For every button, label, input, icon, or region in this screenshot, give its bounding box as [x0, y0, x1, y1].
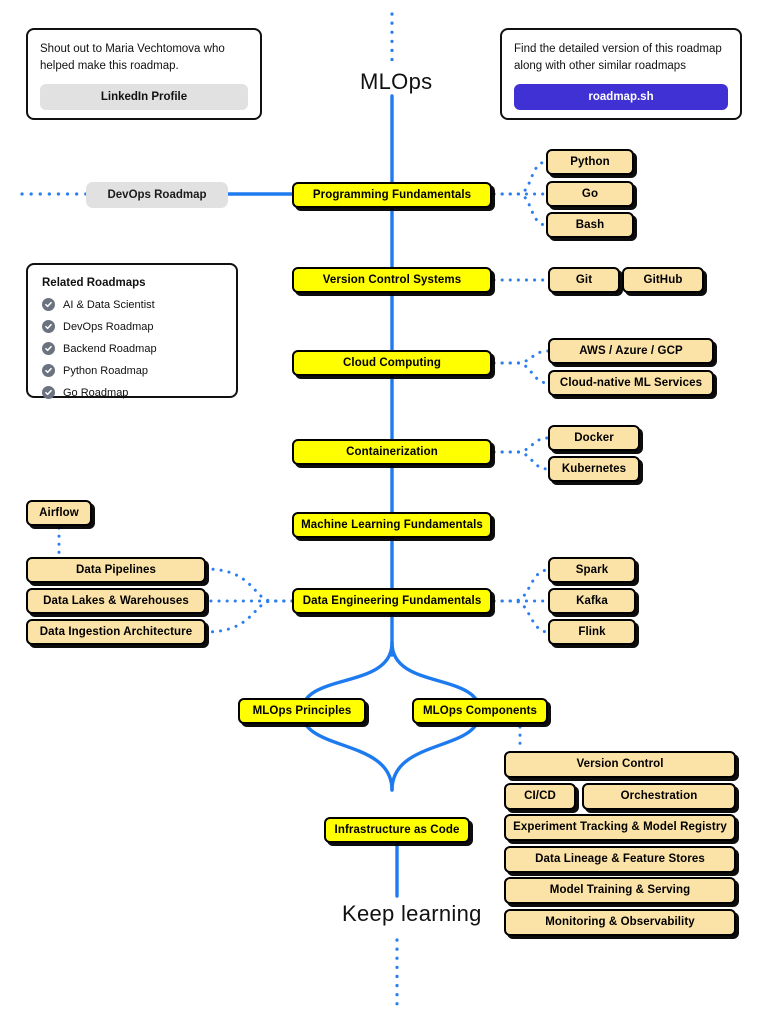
node-model-training-serving[interactable]: Model Training & Serving [504, 877, 736, 904]
related-roadmap-label: AI & Data Scientist [63, 298, 155, 311]
node-data-ingestion-architecture[interactable]: Data Ingestion Architecture [26, 619, 206, 645]
related-roadmap-label: Python Roadmap [63, 364, 148, 377]
credit-panel-text: Shout out to Maria Vechtomova who helped… [40, 43, 225, 72]
node-version-control[interactable]: Version Control [504, 751, 736, 778]
node-orchestration[interactable]: Orchestration [582, 783, 736, 810]
node-git[interactable]: Git [548, 267, 620, 293]
node-flink[interactable]: Flink [548, 619, 636, 645]
related-roadmap-item-2[interactable]: Backend Roadmap [42, 342, 222, 355]
node-spark[interactable]: Spark [548, 557, 636, 583]
node-machine-learning-fundamentals[interactable]: Machine Learning Fundamentals [292, 512, 492, 538]
node-ci-cd[interactable]: CI/CD [504, 783, 576, 810]
promo-panel: Find the detailed version of this roadma… [500, 28, 742, 120]
related-roadmap-label: Go Roadmap [63, 386, 129, 399]
node-infrastructure-as-code[interactable]: Infrastructure as Code [324, 817, 470, 843]
node-go[interactable]: Go [546, 181, 634, 207]
related-roadmap-item-0[interactable]: AI & Data Scientist [42, 298, 222, 311]
related-roadmap-item-4[interactable]: Go Roadmap [42, 386, 222, 399]
node-airflow[interactable]: Airflow [26, 500, 92, 526]
linkedin-profile-button[interactable]: LinkedIn Profile [40, 84, 248, 111]
node-data-lineage-feature-stores[interactable]: Data Lineage & Feature Stores [504, 846, 736, 873]
node-containerization[interactable]: Containerization [292, 439, 492, 465]
page-title: MLOps [360, 69, 433, 94]
node-mlops-components[interactable]: MLOps Components [412, 698, 548, 724]
check-circle-icon [42, 386, 55, 399]
credit-panel: Shout out to Maria Vechtomova who helped… [26, 28, 262, 120]
related-roadmap-item-1[interactable]: DevOps Roadmap [42, 320, 222, 333]
keep-learning-label: Keep learning [342, 901, 482, 926]
node-version-control-systems[interactable]: Version Control Systems [292, 267, 492, 293]
node-cloud-computing[interactable]: Cloud Computing [292, 350, 492, 376]
node-experiment-tracking-model-registry[interactable]: Experiment Tracking & Model Registry [504, 814, 736, 841]
node-kubernetes[interactable]: Kubernetes [548, 456, 640, 482]
node-cloud-native-ml-services[interactable]: Cloud-native ML Services [548, 370, 714, 396]
roadmap-sh-button[interactable]: roadmap.sh [514, 84, 728, 111]
node-data-engineering-fundamentals[interactable]: Data Engineering Fundamentals [292, 588, 492, 614]
related-roadmap-label: DevOps Roadmap [63, 320, 154, 333]
node-data-lakes-warehouses[interactable]: Data Lakes & Warehouses [26, 588, 206, 614]
related-roadmap-label: Backend Roadmap [63, 342, 157, 355]
node-programming-fundamentals[interactable]: Programming Fundamentals [292, 182, 492, 208]
node-docker[interactable]: Docker [548, 425, 640, 451]
check-circle-icon [42, 364, 55, 377]
check-circle-icon [42, 320, 55, 333]
node-mlops-principles[interactable]: MLOps Principles [238, 698, 366, 724]
node-bash[interactable]: Bash [546, 212, 634, 238]
node-monitoring-observability[interactable]: Monitoring & Observability [504, 909, 736, 936]
related-roadmap-item-3[interactable]: Python Roadmap [42, 364, 222, 377]
promo-panel-text: Find the detailed version of this roadma… [514, 43, 722, 72]
check-circle-icon [42, 342, 55, 355]
node-aws-azure-gcp[interactable]: AWS / Azure / GCP [548, 338, 714, 364]
node-python[interactable]: Python [546, 149, 634, 175]
node-github[interactable]: GitHub [622, 267, 704, 293]
related-roadmaps-panel: Related Roadmaps AI & Data Scientist Dev… [26, 263, 238, 399]
node-kafka[interactable]: Kafka [548, 588, 636, 614]
node-data-pipelines[interactable]: Data Pipelines [26, 557, 206, 583]
related-roadmaps-title: Related Roadmaps [42, 277, 146, 289]
node-devops-roadmap[interactable]: DevOps Roadmap [86, 182, 228, 208]
check-circle-icon [42, 298, 55, 311]
